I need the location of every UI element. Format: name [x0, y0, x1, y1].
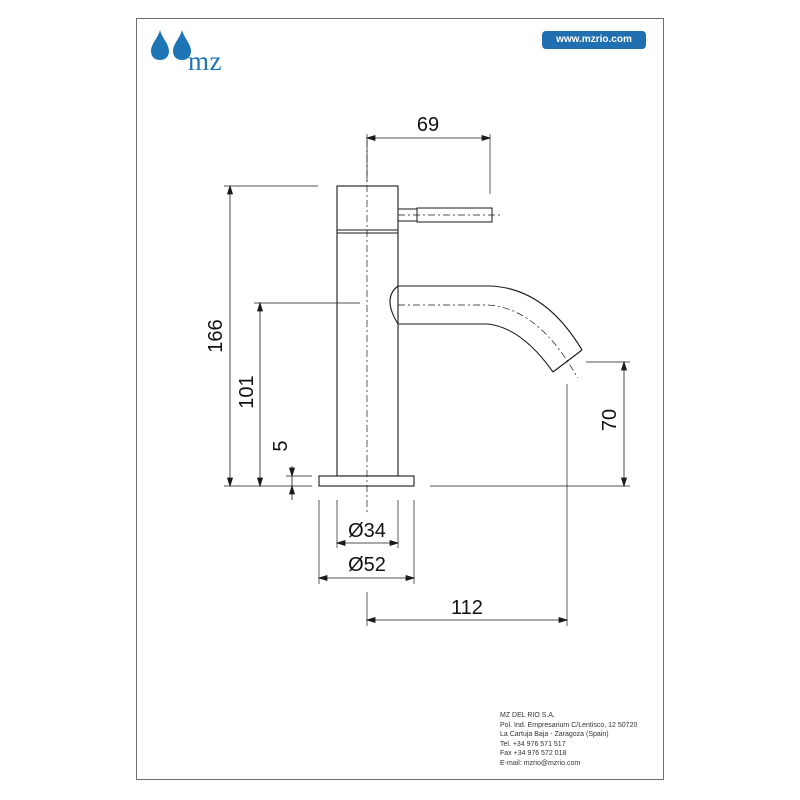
spout-root — [389, 285, 399, 325]
company-address-line2: La Cartuja Baja - Zaragoza (Spain) — [500, 731, 609, 738]
dim-label-112: 112 — [451, 597, 483, 619]
dim-label-166: 166 — [205, 319, 227, 352]
water-drops-logo-icon — [151, 30, 191, 60]
dim-label-d52: Ø52 — [348, 554, 386, 576]
website-url-link[interactable]: www.mzrio.com — [542, 31, 646, 49]
spout-centerline — [398, 304, 579, 379]
dim-label-69: 69 — [417, 114, 439, 136]
company-fax: Fax +34 976 572 018 — [500, 750, 567, 757]
dim-label-101: 101 — [236, 375, 258, 408]
company-tel: Tel. +34 976 571 517 — [500, 740, 566, 748]
dim-label-d34: Ø34 — [348, 520, 386, 542]
spout-outer — [398, 285, 583, 351]
company-email[interactable]: E-mail: mzrio@mzrio.com — [500, 759, 581, 767]
drawing-sheet-border — [136, 18, 664, 780]
company-name: MZ DEL RIO S.A. — [500, 712, 555, 719]
dim-label-70: 70 — [599, 409, 621, 431]
dim-label-5: 5 — [270, 440, 292, 451]
base-plate — [318, 475, 415, 487]
brand-logo-text: mz — [188, 46, 222, 76]
company-address-line1: Pol. Ind. Empresarium C/Lentisco, 12 507… — [500, 721, 638, 729]
company-info-block: MZ DEL RIO S.A. Pol. Ind. Empresarium C/… — [500, 711, 637, 768]
spout-inner — [398, 323, 554, 373]
